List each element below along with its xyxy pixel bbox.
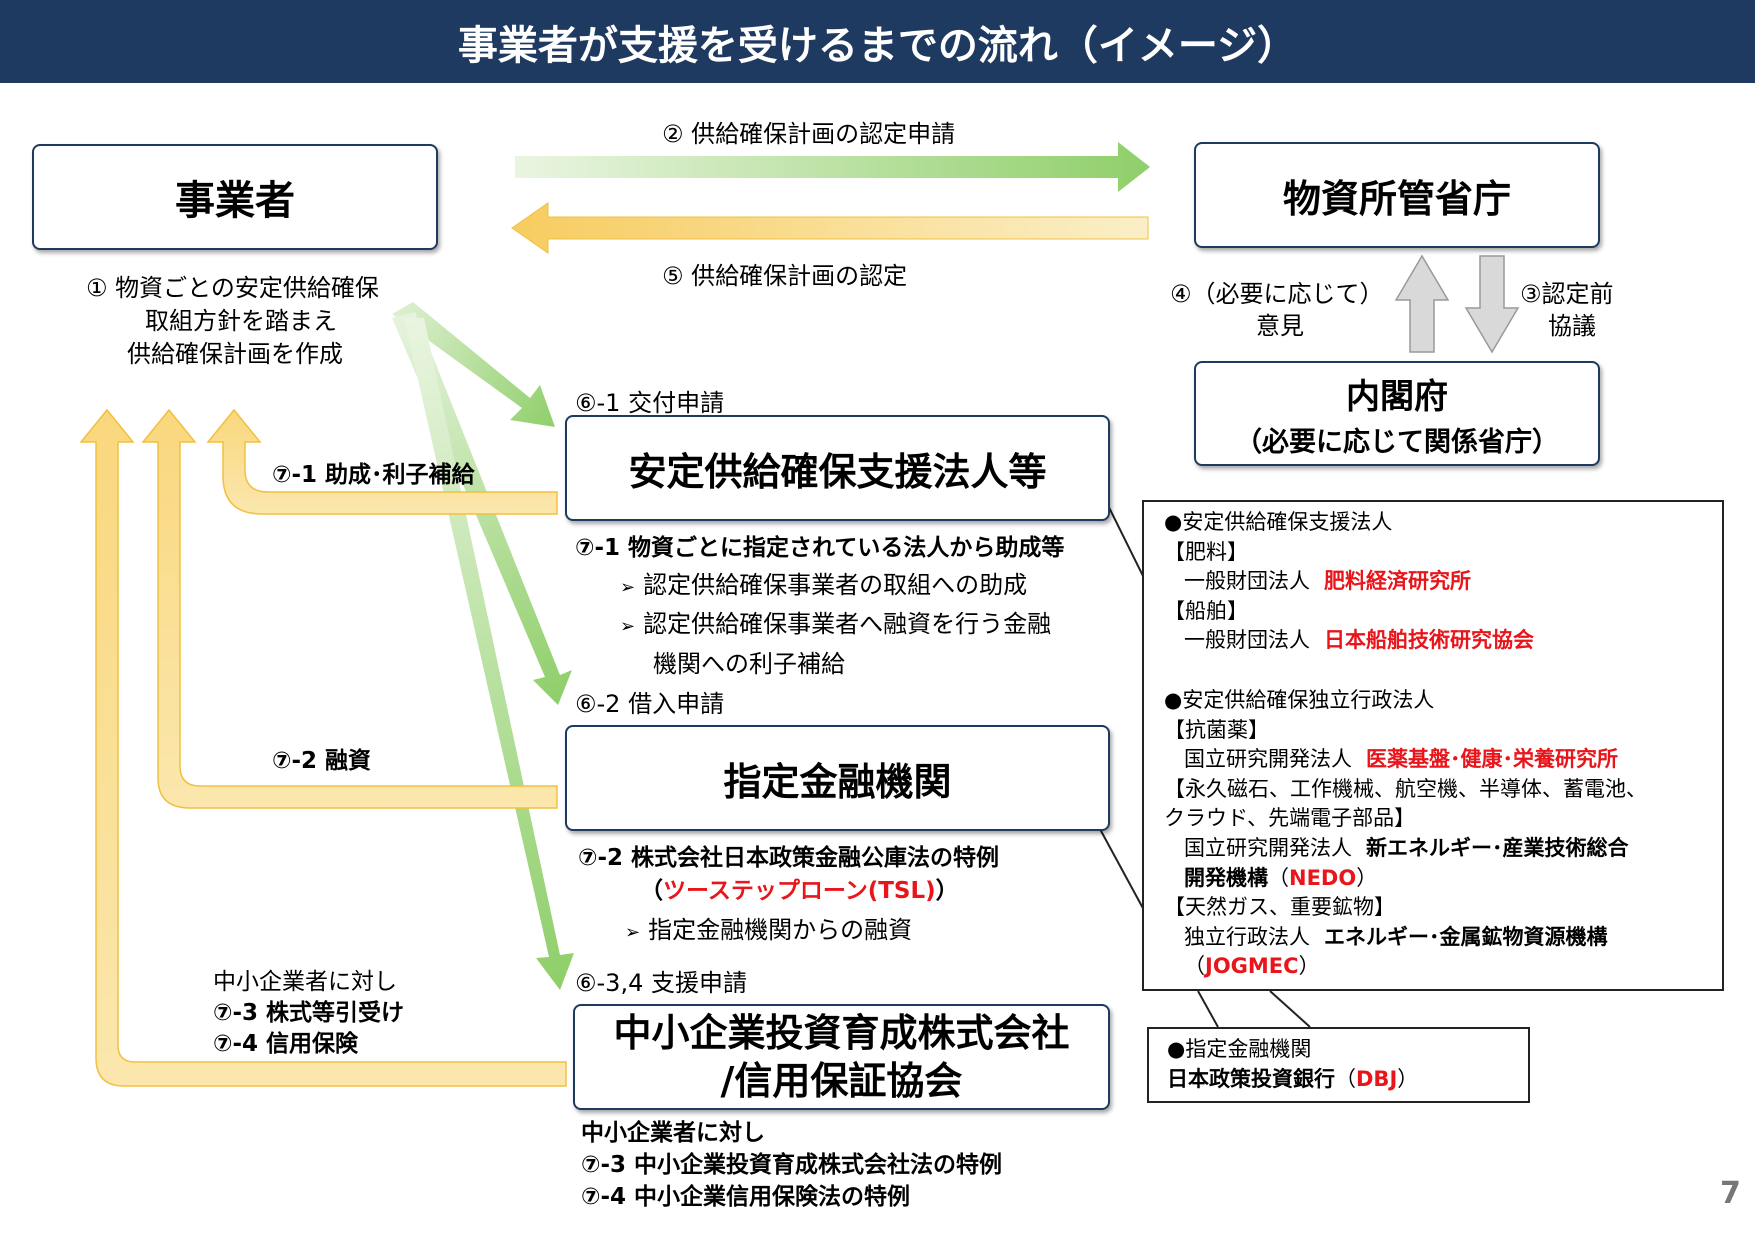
info-heading-support: ●安定供給確保支援法人 bbox=[1164, 510, 1393, 534]
arrow-step2 bbox=[515, 142, 1150, 192]
step3-label-line2: 協議 bbox=[1548, 312, 1596, 340]
support-corp-label: 安定供給確保支援法人等 bbox=[628, 449, 1047, 494]
info-cat-antibiotic: 【抗菌薬】 bbox=[1164, 717, 1269, 742]
arrow-step7-1 bbox=[206, 408, 558, 515]
info-cat-fertilizer: 【肥料】 bbox=[1164, 539, 1248, 564]
info-org-nedo-cont: 開発機構（NEDO） bbox=[1184, 865, 1378, 890]
financial-box: 指定金融機関 bbox=[565, 725, 1110, 831]
info2-heading: ●指定金融機関 bbox=[1167, 1037, 1312, 1061]
step6-1-label: ⑥-1 交付申請 bbox=[575, 389, 725, 417]
support-corp-box: 安定供給確保支援法人等 bbox=[565, 415, 1110, 521]
arrow-step7-2 bbox=[141, 408, 558, 809]
info-cat-ship: 【船舶】 bbox=[1164, 598, 1248, 623]
info-org-jogmec: 独立行政法人エネルギー･金属鉱物資源機構 bbox=[1184, 924, 1608, 949]
step4-label-line2: 意見 bbox=[1256, 312, 1304, 340]
step6-2-label: ⑥-2 借入申請 bbox=[575, 690, 725, 718]
cabinet-sublabel: （必要に応じて関係省庁） bbox=[1235, 426, 1559, 458]
step4-label-line1: ④（必要に応じて） bbox=[1170, 280, 1384, 308]
note-7-1-item2: ➢ 認定供給確保事業者へ融資を行う金融 bbox=[620, 604, 1051, 639]
note-7-34-line3: ⑦-4 中小企業信用保険法の特例 bbox=[581, 1184, 911, 1210]
cabinet-box: 内閣府 （必要に応じて関係省庁） bbox=[1194, 361, 1600, 466]
note-7-34-line2: ⑦-3 中小企業投資育成株式会社法の特例 bbox=[581, 1152, 1003, 1178]
financial-label: 指定金融機関 bbox=[723, 759, 952, 804]
sme-label-line1: 中小企業投資育成株式会社 bbox=[613, 1011, 1070, 1055]
bullet-arrow-icon: ➢ bbox=[625, 922, 641, 943]
arrow-step6-34 bbox=[404, 318, 574, 990]
business-box: 事業者 bbox=[32, 144, 438, 250]
info2-dbj: 日本政策投資銀行（DBJ） bbox=[1167, 1066, 1419, 1091]
tsl-highlight: ツーステップローン(TSL) bbox=[663, 878, 936, 904]
info-cat-industrial-line2: クラウド、先端電子部品】 bbox=[1164, 806, 1416, 831]
info-cat-gas: 【天然ガス、重要鉱物】 bbox=[1164, 895, 1395, 920]
bullet-arrow-icon: ➢ bbox=[620, 616, 636, 637]
step7-2-arrow-label: ⑦-2 融資 bbox=[272, 748, 372, 774]
note-7-2-tsl: （ツーステップローン(TSL)） bbox=[640, 878, 959, 904]
info-org-nedo: 国立研究開発法人新エネルギー･産業技術総合 bbox=[1184, 835, 1629, 860]
cabinet-label: 内閣府 bbox=[1346, 376, 1448, 417]
info-org-ship: 一般財団法人日本船舶技術研究協会 bbox=[1184, 628, 1534, 653]
info-org-antibiotic: 国立研究開発法人医薬基盤･健康･栄養研究所 bbox=[1184, 747, 1618, 772]
arrow-step4-up bbox=[1394, 254, 1450, 353]
step7-34-arrow-label-line3: ⑦-4 信用保険 bbox=[213, 1031, 359, 1057]
note-7-1-item2-cont: 機関への利子補給 bbox=[653, 650, 845, 678]
note-7-1-item1-text: 認定供給確保事業者の取組への助成 bbox=[643, 571, 1028, 599]
step5-label: ⑤ 供給確保計画の認定 bbox=[662, 262, 908, 290]
note-7-34-line1: 中小企業者に対し bbox=[581, 1120, 765, 1146]
ministry-box: 物資所管省庁 bbox=[1194, 142, 1600, 248]
info-org-jogmec-abbr: （JOGMEC） bbox=[1184, 954, 1320, 979]
financial-institution-list: ●指定金融機関 日本政策投資銀行（DBJ） bbox=[1147, 1027, 1530, 1103]
note-7-2-item1: ➢ 指定金融機関からの融資 bbox=[625, 910, 912, 945]
info-org-fertilizer: 一般財団法人肥料経済研究所 bbox=[1184, 569, 1471, 594]
note-7-2-item1-text: 指定金融機関からの融資 bbox=[648, 916, 913, 944]
note-7-1-title: ⑦-1 物資ごとに指定されている法人から助成等 bbox=[575, 535, 1065, 561]
arrow-step5 bbox=[511, 202, 1149, 254]
step3-label-line1: ③認定前 bbox=[1520, 280, 1614, 308]
page-title: 事業者が支援を受けるまでの流れ（イメージ） bbox=[0, 0, 1755, 83]
sme-label-line2: /信用保証協会 bbox=[720, 1059, 963, 1103]
support-corp-list: ●安定供給確保支援法人 【肥料】 一般財団法人肥料経済研究所 【船舶】 一般財団… bbox=[1142, 500, 1724, 991]
step1-label-line2: 取組方針を踏まえ bbox=[145, 307, 337, 335]
info-cat-industrial-line1: 【永久磁石、工作機械、航空機、半導体、蓄電池、 bbox=[1164, 776, 1647, 801]
business-label: 事業者 bbox=[175, 178, 295, 224]
arrow-step3-down bbox=[1464, 255, 1520, 354]
note-7-1-item2-text: 認定供給確保事業者へ融資を行う金融 bbox=[643, 610, 1052, 638]
step7-34-arrow-label-line1: 中小企業者に対し bbox=[213, 969, 397, 995]
bullet-arrow-icon: ➢ bbox=[620, 577, 636, 598]
info-heading-iaa: ●安定供給確保独立行政法人 bbox=[1164, 687, 1435, 712]
sme-box: 中小企業投資育成株式会社 /信用保証協会 bbox=[573, 1004, 1110, 1110]
step1-label-line1: ① 物資ごとの安定供給確保 bbox=[86, 274, 379, 302]
arrow-step7-34 bbox=[79, 408, 567, 1087]
note-7-2-title: ⑦-2 株式会社日本政策金融公庫法の特例 bbox=[578, 845, 1000, 871]
arrow-step6-1 bbox=[392, 302, 555, 427]
step7-1-arrow-label: ⑦-1 助成･利子補給 bbox=[272, 462, 475, 488]
page-number: 7 bbox=[1720, 1176, 1741, 1211]
ministry-label: 物資所管省庁 bbox=[1282, 176, 1511, 221]
step2-label: ② 供給確保計画の認定申請 bbox=[662, 120, 956, 148]
note-7-1-item1: ➢ 認定供給確保事業者の取組への助成 bbox=[620, 565, 1027, 600]
step6-34-label: ⑥-3,4 支援申請 bbox=[575, 969, 747, 997]
step1-label-line3: 供給確保計画を作成 bbox=[127, 340, 343, 368]
step7-34-arrow-label-line2: ⑦-3 株式等引受け bbox=[213, 1000, 405, 1026]
